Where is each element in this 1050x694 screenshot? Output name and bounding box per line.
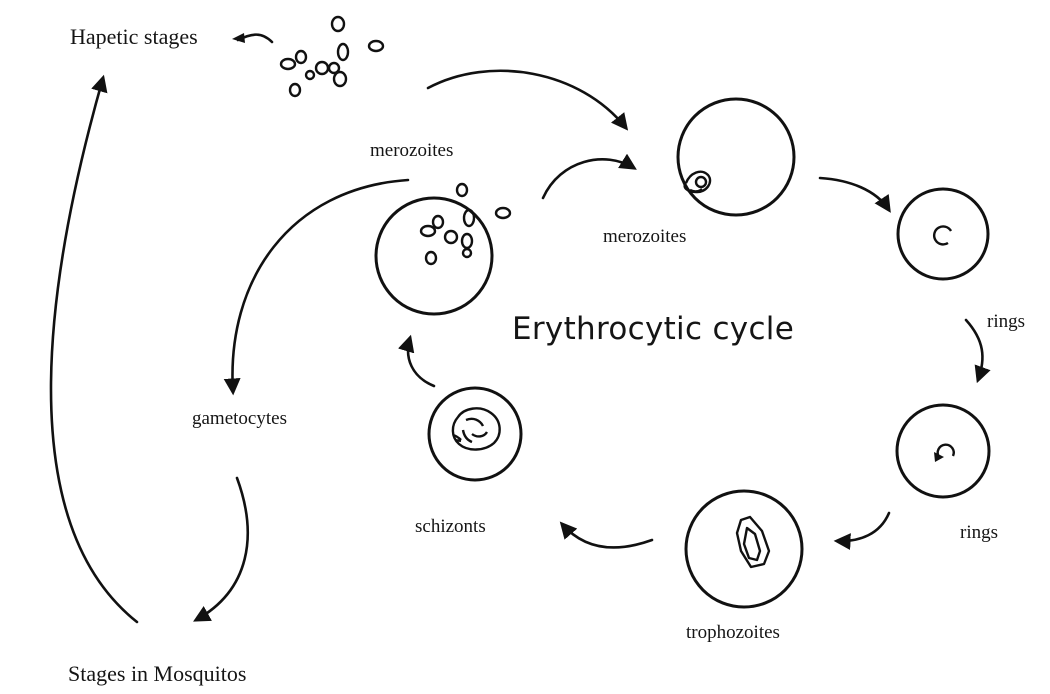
invaded-red-cell xyxy=(678,99,794,215)
rings-label-lower: rings xyxy=(960,523,998,542)
merozoites-label-top: merozoites xyxy=(370,141,453,160)
arrow-gametocytes-to-mosquito xyxy=(196,478,248,620)
hepatic-pointer-head xyxy=(232,33,245,43)
stages-in-mosquitos-label: Stages in Mosquitos xyxy=(68,663,246,685)
trophozoites-label: trophozoites xyxy=(686,623,780,642)
ring-cell-lower xyxy=(897,405,989,497)
hepatic-stages-label: Hapetic stages xyxy=(70,26,198,48)
arrow-release-to-invasion xyxy=(543,159,634,198)
trophozoite-cell xyxy=(686,491,802,607)
arrow-ring-to-ring xyxy=(966,320,982,380)
arrow-hepatic-to-invasion xyxy=(428,71,626,128)
rings-label-upper: rings xyxy=(987,312,1025,331)
merozoite-release-cell xyxy=(376,184,510,314)
schizonts-label: schizonts xyxy=(415,517,486,536)
arrow-schizont-to-release xyxy=(408,338,434,386)
merozoites-label-right: merozoites xyxy=(603,227,686,246)
arrow-mosquito-to-hepatic xyxy=(51,78,137,622)
gametocytes-label: gametocytes xyxy=(192,409,287,428)
schizont-cell xyxy=(429,388,521,480)
arrow-trophozoite-to-schizont xyxy=(562,524,652,547)
erythrocytic-cycle-title: Erythrocytic cycle xyxy=(512,314,794,345)
arrow-release-to-gametocytes xyxy=(232,180,408,392)
ring-cell-upper xyxy=(898,189,988,279)
hepatic-merozoite-cluster xyxy=(281,17,383,96)
arrow-ring-to-trophozoite xyxy=(837,513,889,541)
arrow-invasion-to-ring xyxy=(820,178,889,210)
